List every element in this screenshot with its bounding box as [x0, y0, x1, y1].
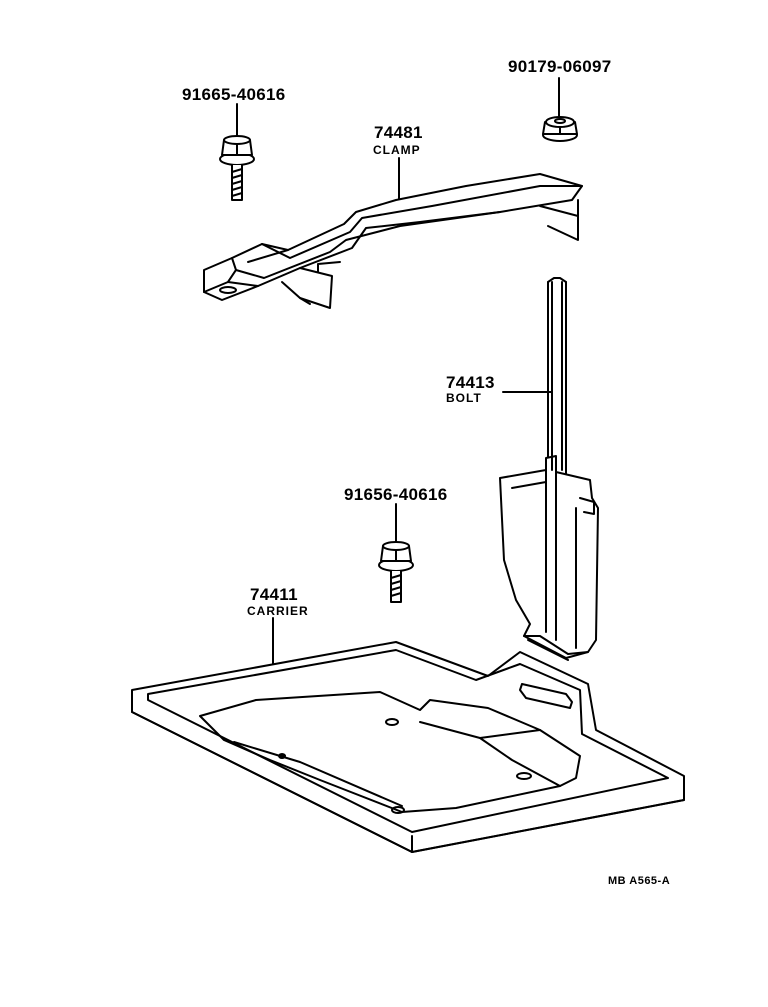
carrier-bolt-drawing [379, 504, 413, 602]
clamp-bolt-drawing [220, 104, 254, 200]
drawing-code: MB A565-A [608, 875, 671, 887]
carrier-part-number: 74411 [250, 585, 298, 604]
clamp-part-name: CLAMP [373, 143, 421, 157]
clamp-part-number: 74481 [374, 123, 423, 142]
nut-drawing [543, 78, 577, 141]
carrier-drawing [132, 618, 684, 852]
bolt-part-name: BOLT [446, 391, 482, 405]
clamp-drawing [204, 158, 582, 308]
clamp-bolt-part-number: 91665-40616 [182, 85, 286, 104]
bolt-part-number: 74413 [446, 373, 495, 392]
carrier-bolt-part-number: 91656-40616 [344, 485, 448, 504]
carrier-part-name: CARRIER [247, 604, 309, 618]
hold-down-bolt-drawing [500, 278, 598, 660]
nut-part-number: 90179-06097 [508, 57, 612, 76]
